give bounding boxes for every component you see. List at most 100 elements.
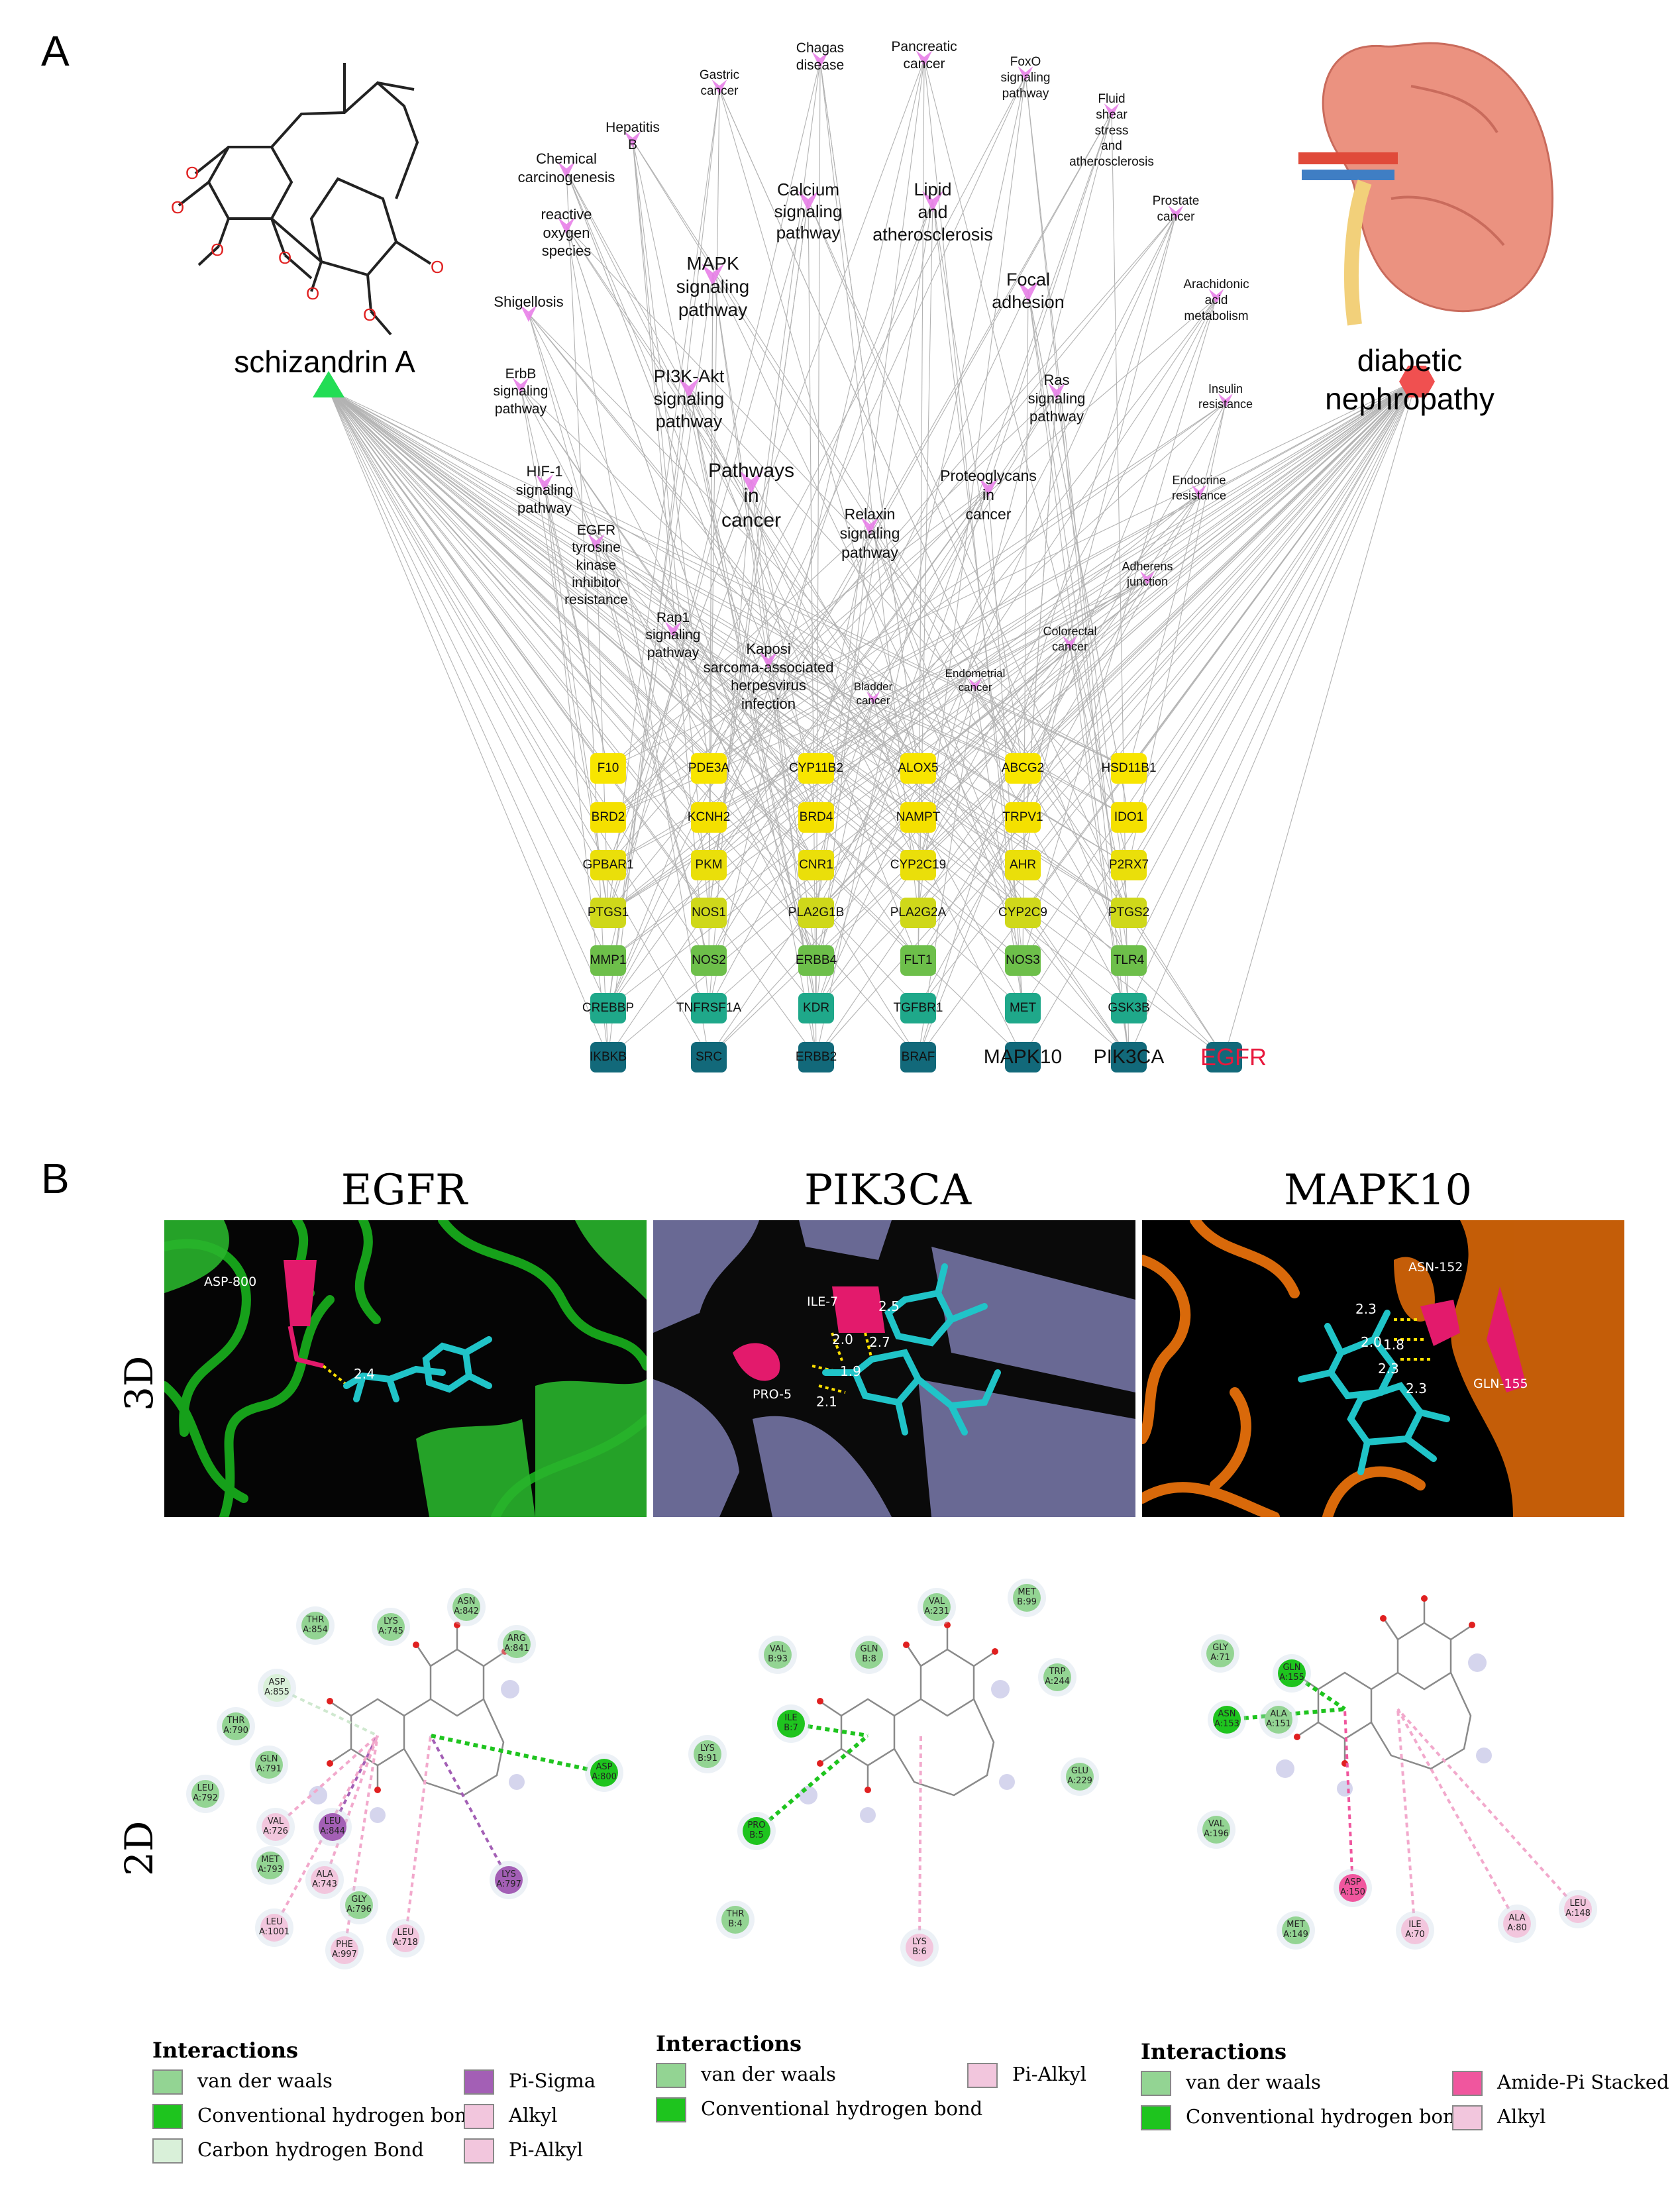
network-edge xyxy=(712,272,1024,914)
gene-node[interactable] xyxy=(691,945,727,976)
gene-node[interactable] xyxy=(798,802,834,833)
residue-node[interactable]: THR A:790 xyxy=(222,1712,250,1740)
residue-node[interactable]: VAL A:726 xyxy=(262,1813,289,1841)
network-edge xyxy=(328,389,609,961)
residue-node[interactable]: ASP A:855 xyxy=(263,1674,291,1702)
gene-node[interactable] xyxy=(590,802,626,833)
residue-node[interactable]: LEU A:1001 xyxy=(259,1914,289,1942)
gene-node[interactable] xyxy=(900,1042,936,1072)
gene-node[interactable] xyxy=(900,993,936,1023)
residue-node[interactable]: PHE A:997 xyxy=(331,1936,358,1964)
residue-node[interactable]: GLU A:229 xyxy=(1066,1763,1094,1791)
residue-node[interactable]: ASP A:800 xyxy=(590,1759,618,1787)
residue-node[interactable]: ALA A:743 xyxy=(311,1866,339,1894)
residue-node[interactable]: GLN A:155 xyxy=(1278,1659,1306,1687)
gene-label: TNFRSF1A xyxy=(676,1001,742,1015)
gene-node[interactable] xyxy=(1111,1042,1147,1072)
gene-node[interactable] xyxy=(1111,753,1147,784)
gene-node[interactable] xyxy=(590,753,626,784)
residue-node[interactable]: GLN B:8 xyxy=(855,1641,883,1669)
residue-node[interactable]: ASN A:153 xyxy=(1213,1706,1241,1734)
gene-node[interactable] xyxy=(1111,802,1147,833)
residue-node[interactable]: GLY A:796 xyxy=(345,1891,373,1919)
gene-node[interactable] xyxy=(1111,898,1147,928)
gene-node[interactable] xyxy=(798,1042,834,1072)
gene-node[interactable] xyxy=(1005,850,1041,880)
residue-ile-7: ILE-7 xyxy=(807,1294,839,1309)
pathway-label: Adherens junction xyxy=(1122,560,1173,588)
gene-node[interactable] xyxy=(798,753,834,784)
residue-node[interactable]: THR B:4 xyxy=(721,1906,749,1934)
gene-node[interactable] xyxy=(691,1042,727,1072)
residue-node[interactable]: TRP A:244 xyxy=(1043,1663,1071,1691)
residue-node[interactable]: LYS B:6 xyxy=(906,1934,933,1961)
gene-node[interactable] xyxy=(691,802,727,833)
gene-node[interactable] xyxy=(691,753,727,784)
gene-node[interactable] xyxy=(798,993,834,1023)
network-edge xyxy=(974,687,1129,769)
residue-node[interactable]: ASN A:842 xyxy=(452,1593,480,1621)
legend-label: Alkyl xyxy=(1497,2105,1546,2128)
residue-node[interactable]: ILE A:70 xyxy=(1401,1916,1429,1944)
gene-node[interactable] xyxy=(590,1042,626,1072)
gene-node[interactable] xyxy=(590,850,626,880)
gene-node[interactable] xyxy=(1111,850,1147,880)
gene-node[interactable] xyxy=(798,850,834,880)
disease-node[interactable] xyxy=(1399,366,1435,397)
gene-node[interactable] xyxy=(1005,802,1041,833)
gene-node[interactable] xyxy=(1005,753,1041,784)
network-edge xyxy=(1022,380,1417,1009)
residue-node[interactable]: LEU A:844 xyxy=(319,1813,346,1841)
gene-node[interactable] xyxy=(900,898,936,928)
gene-node[interactable] xyxy=(1111,945,1147,976)
gene-node[interactable] xyxy=(590,898,626,928)
residue-node[interactable]: LYS A:745 xyxy=(377,1613,405,1641)
residue-node[interactable]: VAL A:231 xyxy=(923,1593,951,1621)
residue-node[interactable]: THR A:854 xyxy=(301,1612,329,1640)
gene-node[interactable] xyxy=(900,850,936,880)
residue-node[interactable]: MET A:793 xyxy=(256,1852,284,1879)
residue-node[interactable]: LYS A:797 xyxy=(495,1866,523,1894)
residue-node[interactable]: ASP A:150 xyxy=(1339,1874,1367,1902)
gene-node[interactable] xyxy=(900,802,936,833)
network-edge xyxy=(815,297,1217,818)
gene-node[interactable] xyxy=(691,850,727,880)
gene-node-egfr[interactable] xyxy=(1206,1042,1242,1072)
residue-node[interactable]: LYS B:91 xyxy=(694,1740,721,1768)
residue-node[interactable]: PRO B:5 xyxy=(743,1817,770,1845)
residue-node[interactable]: GLN A:791 xyxy=(255,1751,283,1779)
gene-node[interactable] xyxy=(590,945,626,976)
gene-node[interactable] xyxy=(798,898,834,928)
residue-node[interactable]: MET B:99 xyxy=(1013,1584,1041,1612)
residue-node[interactable]: VAL B:93 xyxy=(764,1641,792,1669)
gene-node[interactable] xyxy=(1005,898,1041,928)
gene-node[interactable] xyxy=(691,898,727,928)
residue-node[interactable]: ALA A:80 xyxy=(1503,1910,1531,1938)
residue-asn-152: ASN-152 xyxy=(1408,1260,1463,1275)
residue-node[interactable]: LEU A:148 xyxy=(1564,1895,1592,1923)
gene-node[interactable] xyxy=(1111,993,1147,1023)
residue-node[interactable]: LEU A:792 xyxy=(191,1780,219,1808)
network-edge xyxy=(607,214,1177,914)
residue-node[interactable]: ALA A:151 xyxy=(1265,1706,1292,1734)
residue-node[interactable]: ARG A:841 xyxy=(503,1630,531,1658)
gene-node[interactable] xyxy=(1005,1042,1041,1072)
col-title-mapk10: MAPK10 xyxy=(1283,1166,1473,1215)
network-edge xyxy=(328,389,1129,1058)
gene-node[interactable] xyxy=(590,993,626,1023)
residue-node[interactable]: LEU A:718 xyxy=(392,1924,419,1952)
gene-label: TRPV1 xyxy=(1002,810,1043,824)
gene-node[interactable] xyxy=(691,993,727,1023)
residue-node[interactable]: ILE B:7 xyxy=(777,1710,805,1738)
gene-node[interactable] xyxy=(900,753,936,784)
gene-node[interactable] xyxy=(1005,993,1041,1023)
network-edge xyxy=(607,479,752,866)
compound-node[interactable] xyxy=(313,371,344,397)
residue-node[interactable]: VAL A:196 xyxy=(1202,1816,1230,1844)
gene-node[interactable] xyxy=(1005,945,1041,976)
legend-label: Pi-Alkyl xyxy=(509,2138,584,2161)
gene-node[interactable] xyxy=(798,945,834,976)
gene-node[interactable] xyxy=(900,945,936,976)
residue-node[interactable]: GLY A:71 xyxy=(1206,1640,1234,1667)
residue-node[interactable]: MET A:149 xyxy=(1282,1916,1310,1944)
